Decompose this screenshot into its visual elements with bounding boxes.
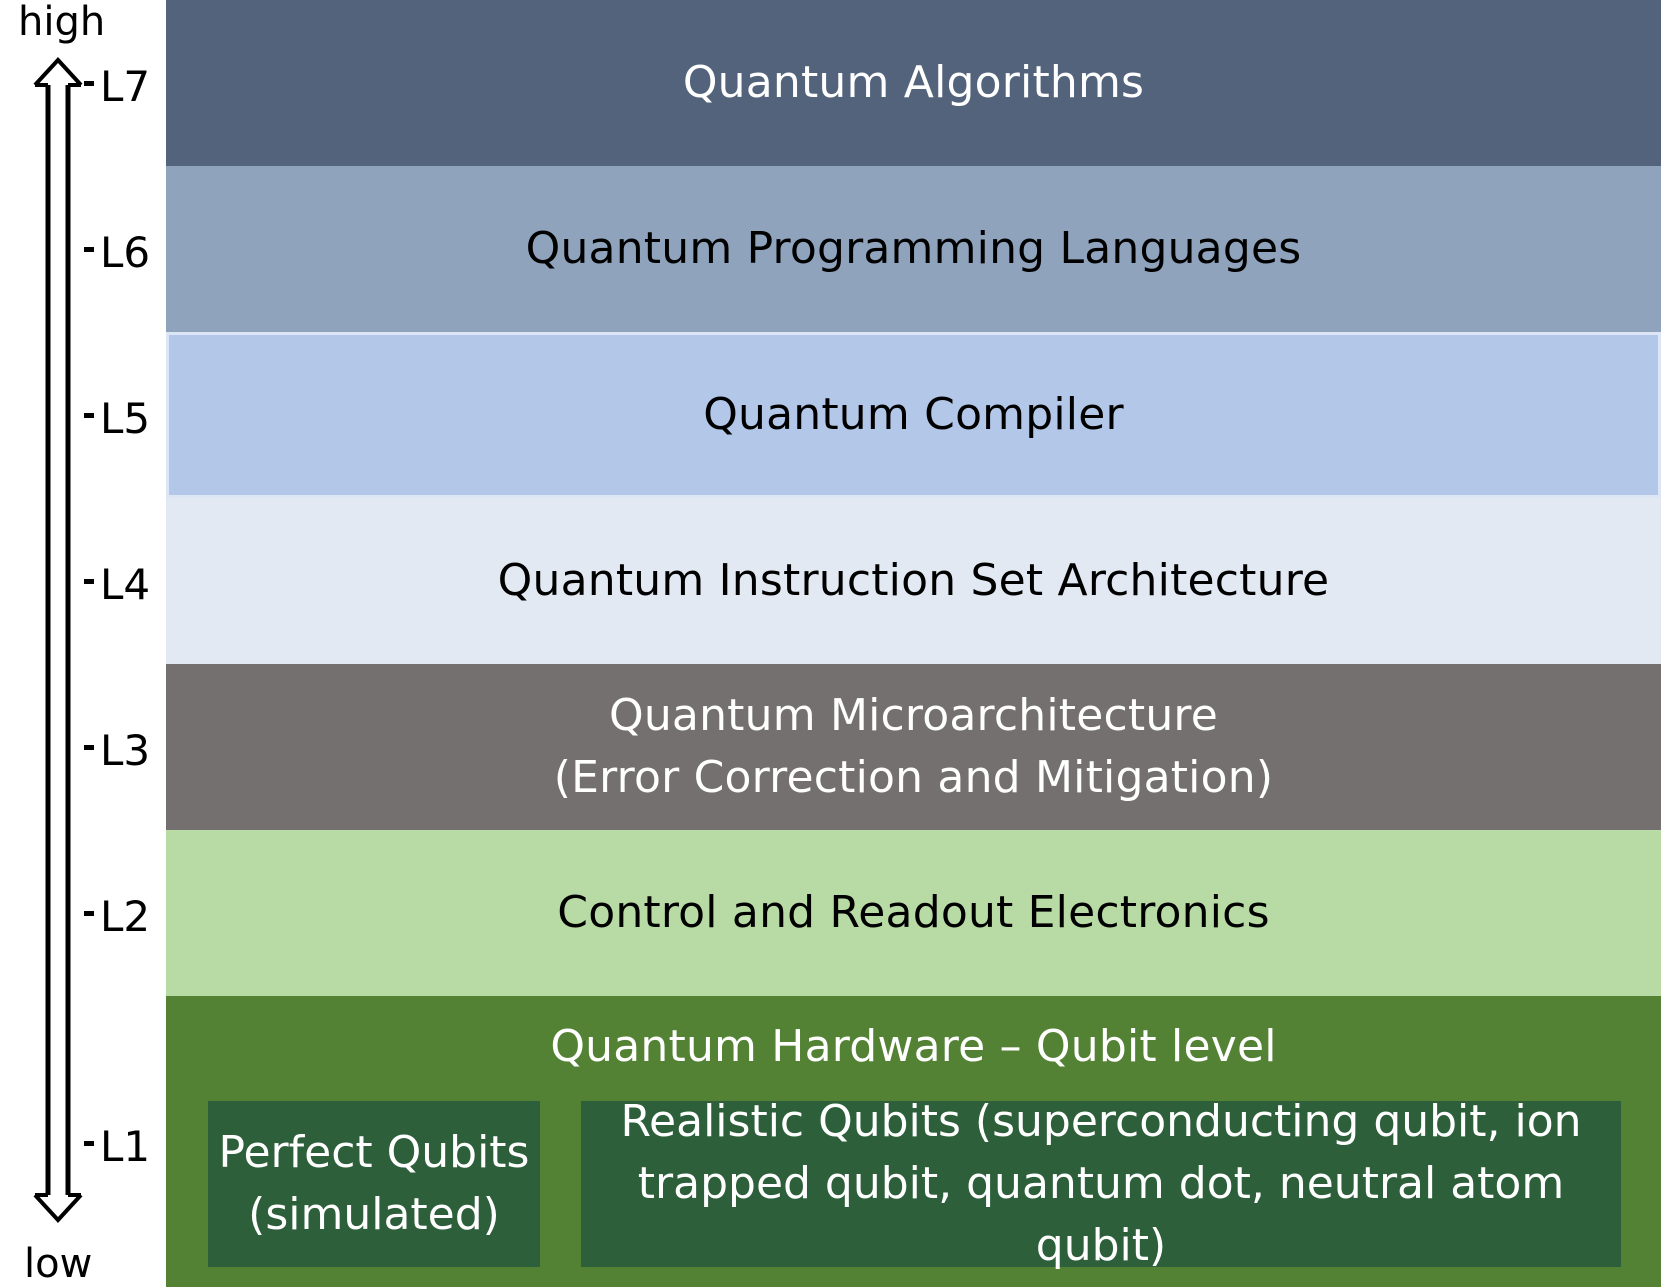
layer-title-line2: (Error Correction and Mitigation) [553, 752, 1274, 803]
double-arrow-icon [33, 57, 83, 1223]
tick-mark-l4 [84, 579, 94, 584]
axis-low-label: low [24, 1241, 93, 1287]
layer-quantum-algorithms: Quantum Algorithms [166, 0, 1661, 166]
layer-title: Quantum Programming Languages [525, 223, 1302, 274]
level-label-l1: L1 [100, 1122, 151, 1171]
layer-control-readout-electronics: Control and Readout Electronics [166, 830, 1661, 996]
layer-title-block: Quantum Microarchitecture (Error Correct… [554, 685, 1273, 809]
layer-title: Quantum Compiler [703, 389, 1124, 440]
layer-quantum-isa: Quantum Instruction Set Architecture [166, 498, 1661, 664]
level-label-l2: L2 [100, 892, 151, 941]
layer-title: Quantum Instruction Set Architecture [497, 555, 1330, 606]
level-label-l3: L3 [100, 726, 151, 775]
layer-title: Quantum Algorithms [682, 57, 1145, 108]
layer-title: Control and Readout Electronics [557, 887, 1270, 938]
perfect-qubits-box: Perfect Qubits (simulated) [208, 1101, 540, 1267]
tick-mark-l7 [84, 81, 94, 86]
tick-mark-l2 [84, 911, 94, 916]
perfect-qubits-line1: Perfect Qubits [218, 1127, 530, 1178]
layer-quantum-programming-languages: Quantum Programming Languages [166, 166, 1661, 332]
tick-mark-l5 [84, 413, 94, 418]
realistic-qubits-line2: trapped qubit, quantum dot, neutral atom… [637, 1158, 1565, 1271]
axis-high-label: high [18, 0, 106, 45]
level-label-l6: L6 [100, 228, 151, 277]
tick-mark-l3 [84, 745, 94, 750]
realistic-qubits-line1: Realistic Qubits (superconducting qubit,… [620, 1096, 1582, 1147]
tick-mark-l6 [84, 247, 94, 252]
level-label-l5: L5 [100, 394, 151, 443]
layer-quantum-microarchitecture: Quantum Microarchitecture (Error Correct… [166, 664, 1661, 830]
layer-quantum-compiler: Quantum Compiler [166, 332, 1661, 498]
tick-mark-l1 [84, 1141, 94, 1146]
layer-title: Quantum Hardware – Qubit level [550, 1021, 1277, 1072]
realistic-qubits-box: Realistic Qubits (superconducting qubit,… [581, 1096, 1621, 1271]
perfect-qubits-line2: (simulated) [248, 1189, 500, 1240]
level-label-l4: L4 [100, 560, 151, 609]
layer-title-line1: Quantum Microarchitecture [608, 690, 1218, 741]
layer-quantum-hardware: Quantum Hardware – Qubit level Perfect Q… [166, 996, 1661, 1287]
level-label-l7: L7 [100, 62, 151, 111]
